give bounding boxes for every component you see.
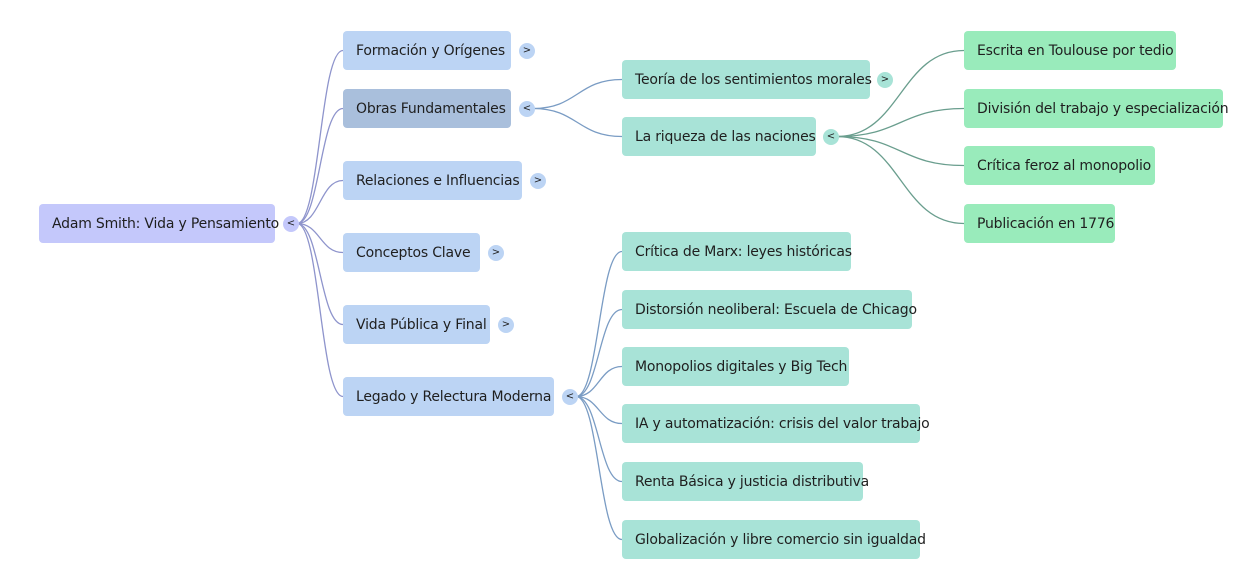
node-label: Legado y Relectura Moderna (356, 388, 552, 405)
leaf-escrita-en-toulouse-por-tedio[interactable]: Escrita en Toulouse por tedio (964, 31, 1176, 70)
connector-line (296, 49, 344, 225)
leaf-publicacion-en-1776[interactable]: Publicación en 1776 (964, 204, 1115, 243)
topic-teoria-de-los-sentimientos-morales[interactable]: Teoría de los sentimientos morales (622, 60, 872, 99)
connector-line (836, 49, 965, 138)
connector-line (575, 308, 623, 398)
node-label: Formación y Orígenes (356, 42, 506, 59)
node-label: Crítica feroz al monopolio (977, 157, 1152, 174)
node-label: Vida Pública y Final (356, 316, 487, 333)
expand-toggle-icon[interactable]: > (488, 244, 504, 261)
node-label: Escrita en Toulouse por tedio (977, 42, 1174, 59)
topic-la-riqueza-de-las-naciones[interactable]: La riqueza de las naciones (622, 117, 816, 156)
root-node[interactable]: Adam Smith: Vida y Pensamiento (39, 204, 279, 243)
connector-line (575, 395, 623, 483)
leaf-division-del-trabajo-y-especializacion[interactable]: División del trabajo y especialización (964, 89, 1229, 128)
node-label: Adam Smith: Vida y Pensamiento (52, 215, 280, 232)
expand-toggle-icon[interactable]: > (519, 42, 535, 59)
connector-line (296, 222, 344, 254)
branch-obras-fundamentales[interactable]: Obras Fundamentales (343, 89, 511, 128)
node-label: Distorsión neoliberal: Escuela de Chicag… (635, 301, 917, 318)
connector-line (532, 107, 623, 138)
collapse-toggle-icon[interactable]: < (823, 128, 839, 145)
topic-ia-y-automatizacion-crisis-del-valor-trabajo[interactable]: IA y automatización: crisis del valor tr… (622, 404, 930, 443)
node-label: La riqueza de las naciones (635, 128, 816, 145)
branch-vida-publica-y-final[interactable]: Vida Pública y Final (343, 305, 490, 344)
node-label: Conceptos Clave (356, 244, 471, 261)
connector-line (575, 365, 623, 398)
topic-distorsion-neoliberal-escuela-de-chicago[interactable]: Distorsión neoliberal: Escuela de Chicag… (622, 290, 917, 329)
connector-line (836, 135, 965, 167)
connector-line (836, 135, 965, 225)
branch-legado-y-relectura-moderna[interactable]: Legado y Relectura Moderna (343, 377, 554, 416)
node-label: Monopolios digitales y Big Tech (635, 358, 848, 375)
connector-line (575, 250, 623, 398)
collapse-toggle-icon[interactable]: < (283, 215, 299, 232)
connector-line (296, 179, 344, 225)
expand-toggle-icon[interactable]: > (530, 172, 546, 189)
connector-line (575, 395, 623, 541)
connector-line (532, 78, 623, 110)
node-label: Relaciones e Influencias (356, 172, 520, 189)
topic-renta-basica-y-justicia-distributiva[interactable]: Renta Básica y justicia distributiva (622, 462, 869, 501)
topic-critica-de-marx-leyes-historicas[interactable]: Crítica de Marx: leyes históricas (622, 232, 852, 271)
node-label: IA y automatización: crisis del valor tr… (635, 415, 930, 432)
expand-toggle-icon[interactable]: > (498, 316, 514, 333)
branch-formacion-y-origenes[interactable]: Formación y Orígenes (343, 31, 511, 70)
node-label: División del trabajo y especialización (977, 100, 1229, 117)
connector-line (296, 107, 344, 225)
branch-relaciones-e-influencias[interactable]: Relaciones e Influencias (343, 161, 522, 200)
node-label: Obras Fundamentales (356, 100, 506, 117)
node-label: Renta Básica y justicia distributiva (635, 473, 869, 490)
connector-line (296, 222, 344, 326)
node-label: Globalización y libre comercio sin igual… (635, 531, 926, 548)
node-label: Publicación en 1776 (977, 215, 1115, 232)
collapse-toggle-icon[interactable]: < (519, 100, 535, 117)
leaf-critica-feroz-al-monopolio[interactable]: Crítica feroz al monopolio (964, 146, 1155, 185)
node-label: Teoría de los sentimientos morales (635, 71, 872, 88)
node-label: Crítica de Marx: leyes históricas (635, 243, 852, 260)
branch-conceptos-clave[interactable]: Conceptos Clave (343, 233, 480, 272)
connector-line (836, 107, 965, 138)
topic-monopolios-digitales-y-big-tech[interactable]: Monopolios digitales y Big Tech (622, 347, 849, 386)
collapse-toggle-icon[interactable]: < (562, 388, 578, 405)
topic-globalizacion-y-libre-comercio-sin-igualdad[interactable]: Globalización y libre comercio sin igual… (622, 520, 926, 559)
expand-toggle-icon[interactable]: > (877, 71, 893, 88)
connector-line (575, 395, 623, 425)
connector-line (296, 222, 344, 398)
